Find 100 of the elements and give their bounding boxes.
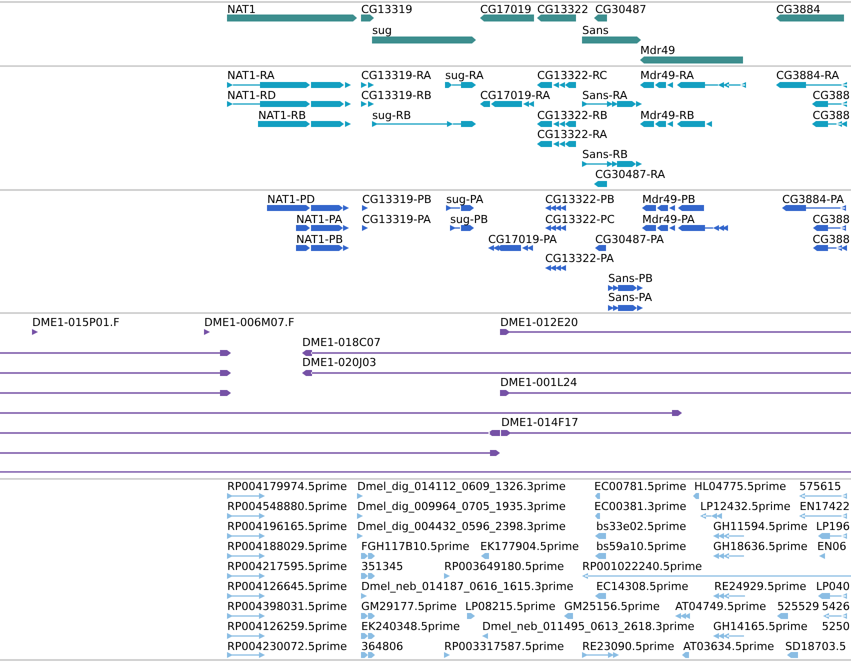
- feature-label: NAT1-RA: [228, 70, 274, 79]
- feature-label: CG30487-RA: [596, 170, 665, 178]
- feature-label: DME1-012E20: [501, 318, 578, 326]
- feature-label: AT03634.5prime: [683, 642, 774, 652]
- feature-label: Mdr49-RB: [641, 110, 694, 120]
- gene-label: CG13319: [362, 4, 412, 14]
- alignment-line: [0, 390, 231, 396]
- feature-label: CG13322-RB: [538, 110, 607, 120]
- feature-label: bs59a10.5prime: [597, 542, 686, 552]
- feature-label: Dmel_dig_014112_0609_1326.3prime: [358, 482, 566, 493]
- feature-label: CG13322-PA: [546, 254, 614, 262]
- feature-label: LP08215.5prime: [466, 602, 555, 612]
- feature-label: DME1-001L24: [501, 378, 577, 386]
- feature-label: RP004188029.5prime: [228, 542, 346, 552]
- feature-label: CG13319-PB: [362, 194, 431, 204]
- feature-label: GH18636.5prime: [714, 542, 807, 552]
- feature-label: EK240348.5prime: [362, 622, 460, 632]
- feature-label: CG388: [813, 90, 850, 100]
- feature-label: CG13322-PB: [546, 194, 614, 204]
- feature-label: CG30487-PA: [596, 234, 664, 244]
- feature-label: RP003649180.5prime: [445, 562, 564, 572]
- feature-label: CG13319-RB: [362, 90, 431, 100]
- gene-label: NAT1: [228, 4, 255, 13]
- feature-label: RE24929.5prime: [715, 582, 806, 592]
- gene-label: sug: [372, 28, 391, 36]
- feature-label: RP003317587.5prime: [445, 642, 564, 652]
- feature-label: DME1-014F17: [502, 418, 578, 426]
- feature-label: EN06: [818, 542, 846, 550]
- feature-label: NAT1-RD: [228, 90, 276, 99]
- feature-label: sug-RA: [446, 70, 484, 82]
- feature-label: 364806: [362, 642, 402, 650]
- feature-label: GM25156.5prime: [564, 602, 660, 612]
- feature-label: GH11594.5prime: [714, 522, 807, 532]
- feature-label: 351345: [362, 562, 402, 570]
- feature-label: CG13322-RC: [538, 70, 607, 80]
- feature-label: RP004217595.5prime: [228, 562, 346, 572]
- feature-label: Dmel_dig_009964_0705_1935.3prime: [358, 502, 566, 513]
- feature-label: FGH117B10.5prime: [362, 542, 469, 552]
- feature-label: RP001022240.5prime: [583, 562, 702, 572]
- gene-label: Mdr49: [641, 46, 674, 54]
- feature-label: EC00781.5prime: [595, 482, 686, 492]
- feature-label: Sans-PB: [608, 274, 652, 282]
- alignment-line: [0, 450, 500, 456]
- feature-label: 5426: [822, 602, 850, 610]
- feature-label: NAT1-PA: [297, 214, 342, 223]
- feature-label: NAT1-PB: [297, 234, 342, 243]
- feature-label: Sans-PA: [608, 292, 652, 302]
- feature-label: RP004230072.5prime: [228, 642, 346, 652]
- feature-label: DME1-020J03: [303, 358, 376, 368]
- feature-label: LP196: [817, 522, 850, 530]
- feature-label: Mdr49-PA: [643, 214, 695, 224]
- feature-label: Sans-RA: [582, 90, 628, 100]
- gene-label: CG30487: [596, 4, 646, 14]
- feature-label: EK177904.5prime: [481, 542, 578, 552]
- alignment-line: [0, 350, 231, 356]
- feature-label: bs33e02.5prime: [597, 522, 686, 532]
- feature-label: sug-RB: [372, 110, 410, 122]
- feature-label: GH14165.5prime: [714, 622, 807, 632]
- feature-label: CG3884-RA: [776, 70, 839, 80]
- feature-label: SD18703.5: [786, 642, 846, 650]
- feature-label: DME1-006M07.F: [205, 318, 294, 326]
- feature-label: NAT1-PD: [268, 194, 314, 203]
- feature-label: CG13322-PC: [546, 214, 614, 224]
- feature-label: Sans-RB: [582, 150, 628, 158]
- feature-label: CG13319-PA: [362, 214, 431, 224]
- feature-label: Dmel_neb_011495_0613_2618.3prime: [483, 622, 694, 633]
- feature-label: NAT1-RB: [259, 110, 306, 119]
- feature-label: 5250: [822, 622, 850, 630]
- feature-label: Mdr49-RA: [641, 70, 694, 80]
- feature-label: sug-PA: [446, 194, 484, 206]
- feature-label: RP004126259.5prime: [228, 622, 346, 632]
- feature-label: DME1-018C07: [303, 338, 380, 346]
- feature-label: RP004126645.5prime: [228, 582, 346, 592]
- feature-label: Dmel_neb_014187_0616_1615.3prime: [362, 582, 573, 593]
- alignment-line: [0, 370, 231, 376]
- feature-label: CG17019-RA: [480, 90, 550, 100]
- feature-label: Dmel_dig_004432_0596_2398.3prime: [358, 522, 566, 533]
- feature-label: CG13319-RA: [362, 70, 431, 80]
- feature-label: RP004196165.5prime: [228, 522, 346, 532]
- feature-label: RE23090.5prime: [583, 642, 674, 652]
- feature-label: 575615: [800, 482, 840, 490]
- feature-label: RP004548880.5prime: [228, 502, 346, 512]
- feature-label: Mdr49-PB: [643, 194, 695, 204]
- feature-label: sug-PB: [450, 214, 488, 226]
- feature-label: CG3884-PA: [782, 194, 844, 204]
- feature-label: EN17422: [800, 502, 849, 510]
- gene-label: CG17019: [480, 4, 531, 14]
- feature-label: DME1-015P01.F: [33, 318, 119, 326]
- feature-label: RP004398031.5prime: [228, 602, 346, 612]
- gene-label: Sans: [582, 26, 608, 34]
- alignment-line: [0, 430, 500, 436]
- feature-label: EC14308.5prime: [597, 582, 688, 592]
- feature-label: HL04775.5prime: [695, 482, 786, 492]
- feature-label: RP004179974.5prime: [228, 482, 346, 492]
- feature-label: AT04749.5prime: [675, 602, 766, 612]
- feature-label: 525529: [778, 602, 818, 610]
- feature-label: CG17019-PA: [488, 234, 557, 244]
- feature-label: EC00381.3prime: [595, 502, 686, 512]
- feature-label: CG388: [813, 214, 850, 224]
- feature-label: LP12432.5prime: [701, 502, 790, 512]
